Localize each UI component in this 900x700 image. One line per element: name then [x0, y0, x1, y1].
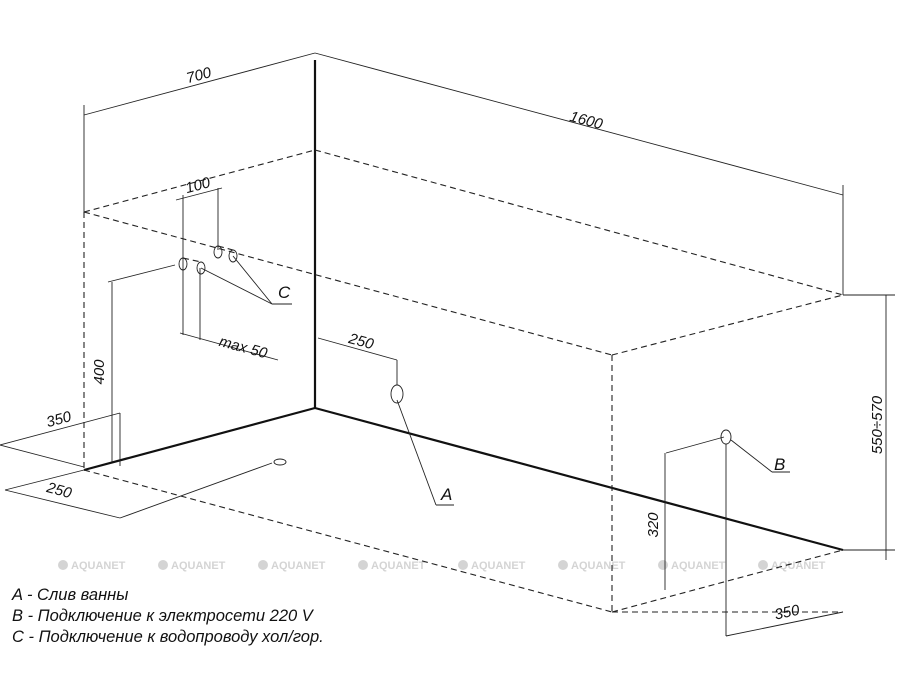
watermark: AQUANET [358, 560, 426, 572]
dim-max-offset: max 50 [217, 333, 270, 362]
legend-item-a: A - Слив ванны [12, 586, 129, 604]
svg-text:AQUANET: AQUANET [771, 560, 826, 572]
watermark: AQUANET [658, 560, 726, 572]
watermark-row: AQUANET AQUANET AQUANET AQUANET AQUANET … [58, 560, 826, 572]
watermark: AQUANET [158, 560, 226, 572]
watermark: AQUANET [458, 560, 526, 572]
dim-outlet-offset: 350 [773, 602, 802, 624]
dim-side-offset: 350 [45, 408, 74, 431]
watermark: AQUANET [758, 560, 826, 572]
dim-length: 1600 [568, 108, 605, 133]
marker-c: C [278, 283, 291, 302]
svg-text:AQUANET: AQUANET [471, 560, 526, 572]
svg-text:AQUANET: AQUANET [671, 560, 726, 572]
dim-outlet-height: 320 [645, 512, 662, 538]
legend-item-b: B - Подключение к электросети 220 V [12, 607, 313, 625]
left-dimensions [0, 264, 287, 519]
svg-text:AQUANET: AQUANET [371, 560, 426, 572]
svg-text:AQUANET: AQUANET [171, 560, 226, 572]
bathtub-outline [83, 149, 844, 613]
legend: A - Слив ванны B - Подключение к электро… [12, 585, 324, 648]
wall-floor-edges [83, 60, 844, 552]
dim-pipe-height: 400 [91, 359, 108, 385]
watermark: AQUANET [258, 560, 326, 572]
marker-a: A [440, 485, 452, 504]
dim-height-range: 550÷570 [869, 395, 886, 454]
marker-b: B [774, 455, 785, 474]
svg-text:AQUANET: AQUANET [271, 560, 326, 572]
top-dimensions [83, 52, 895, 560]
drain-outlet [317, 337, 454, 506]
water-supply-pipes [175, 187, 292, 361]
watermark: AQUANET [558, 560, 626, 572]
svg-text:AQUANET: AQUANET [71, 560, 126, 572]
watermark: AQUANET [58, 560, 126, 572]
electrical-outlet [664, 429, 844, 637]
dim-pipe-spacing: 100 [184, 174, 213, 197]
dim-front-offset: 250 [44, 479, 74, 502]
legend-item-c: C - Подключение к водопроводу хол/гор. [12, 628, 324, 646]
svg-text:AQUANET: AQUANET [571, 560, 626, 572]
dim-drain-offset: 250 [346, 330, 376, 353]
dim-width: 700 [185, 64, 214, 87]
